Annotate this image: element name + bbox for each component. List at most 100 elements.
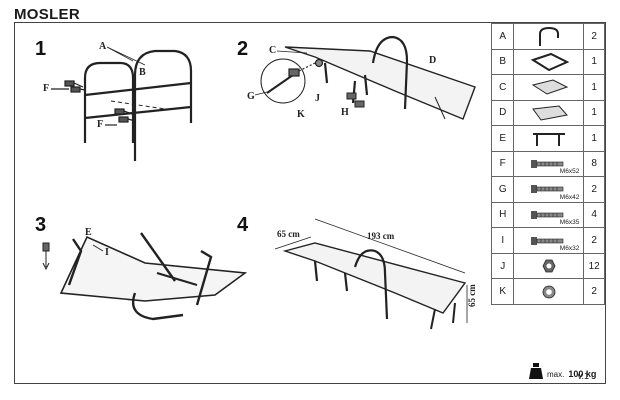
step-2-label-c: C	[269, 45, 276, 56]
part-quantity: 8	[583, 150, 605, 178]
step-1-number: 1	[35, 38, 46, 60]
version-label: v.1	[577, 371, 589, 381]
step-2-label-d: D	[429, 55, 436, 66]
step-2-detail-magnifier	[260, 58, 306, 104]
step-3-label-i: I	[105, 247, 109, 258]
step-1-frame-drawing	[83, 49, 193, 161]
step-3-number: 3	[35, 214, 46, 236]
step-4-width-label: 65 cm	[277, 229, 300, 239]
step-2-lounger-drawing	[284, 35, 476, 120]
step-2-detail-bolt	[266, 58, 324, 94]
part-quantity: 1	[583, 125, 605, 152]
max-load-prefix: max.	[547, 370, 565, 379]
washer-icon	[514, 285, 583, 299]
seat-fabric-icon	[514, 77, 583, 97]
part-image	[513, 48, 585, 76]
u-frame-icon	[514, 26, 583, 47]
part-image: M6x35	[513, 201, 585, 229]
step-2-bolts-h	[346, 92, 365, 108]
part-image	[513, 125, 585, 152]
weight-icon	[529, 363, 543, 379]
step-1-label-b: B	[139, 67, 146, 78]
step-1-label-a: A	[99, 41, 107, 52]
part-quantity: 2	[583, 227, 605, 254]
part-letter: F	[490, 150, 515, 178]
step-3-lounger-drawing	[59, 232, 248, 321]
step-2-label-k: K	[297, 109, 305, 120]
step-4-height-label: 65 cm	[467, 284, 477, 307]
part-quantity: 1	[583, 74, 605, 101]
part-letter: J	[490, 252, 515, 280]
part-quantity: 4	[583, 201, 605, 229]
part-letter: I	[490, 227, 515, 254]
part-image	[513, 252, 585, 280]
part-letter: B	[490, 48, 515, 76]
part-quantity: 2	[583, 278, 605, 305]
step-1-bolts-top	[51, 80, 86, 93]
part-quantity: 2	[583, 23, 605, 50]
step-2-label-h: H	[341, 107, 349, 118]
back-fabric-icon	[514, 103, 583, 123]
part-letter: H	[490, 201, 515, 229]
parts-row-j: J 12	[490, 252, 605, 280]
part-letter: E	[490, 125, 515, 152]
step-1-label-f-bottom: F	[97, 119, 103, 130]
assembly-diagrams: 1 A B F F	[35, 35, 477, 330]
part-letter: C	[490, 74, 515, 101]
part-quantity: 12	[583, 252, 605, 280]
step-1-label-f-top: F	[43, 83, 49, 94]
part-image: M6x42	[513, 176, 585, 203]
part-letter: A	[490, 23, 515, 50]
step-3-label-e: E	[85, 227, 92, 238]
step-3: 3 E I	[35, 214, 248, 321]
step-3-bolt	[42, 242, 50, 271]
leg-frame-icon	[514, 128, 583, 148]
part-quantity: 1	[583, 48, 605, 76]
max-load-value: 100 kg	[568, 369, 597, 379]
part-letter: D	[490, 99, 515, 127]
bolt-icon	[514, 158, 583, 170]
part-size: M6x32	[559, 244, 580, 252]
max-load: max. 100 kg	[529, 363, 596, 379]
part-size: M6x52	[559, 168, 580, 176]
step-1-bolts-bottom	[105, 108, 136, 126]
step-4-lounger-drawing	[282, 242, 467, 330]
step-2-label-j: J	[315, 93, 320, 104]
part-image	[513, 278, 585, 305]
part-image: M6x52	[513, 150, 585, 178]
part-image: M6x32	[513, 227, 585, 254]
bolt-icon	[514, 183, 583, 195]
step-4-length-label: 193 cm	[367, 231, 395, 241]
bolt-icon	[514, 235, 583, 247]
rect-frame-icon	[514, 52, 583, 72]
part-quantity: 2	[583, 176, 605, 203]
step-2-label-g: G	[247, 91, 255, 102]
part-letter: G	[490, 176, 515, 203]
part-size: M6x42	[559, 193, 580, 201]
part-image	[513, 23, 585, 50]
product-title: MOSLER	[14, 6, 80, 23]
step-4-number: 4	[237, 214, 249, 236]
step-1: 1 A B F F	[35, 38, 193, 161]
instruction-sheet: 1 A B F F	[14, 22, 606, 384]
step-4: 4 65 cm 193 cm 65 cm	[237, 214, 477, 330]
step-4-dimension-lines	[274, 218, 468, 323]
part-letter: K	[490, 278, 515, 305]
part-image	[513, 99, 585, 127]
bolt-icon	[514, 209, 583, 221]
step-2: 2 C D G J K H	[237, 35, 476, 120]
part-quantity: 1	[583, 99, 605, 127]
part-image	[513, 74, 585, 101]
step-2-number: 2	[237, 38, 248, 60]
part-size: M6x35	[559, 219, 580, 227]
